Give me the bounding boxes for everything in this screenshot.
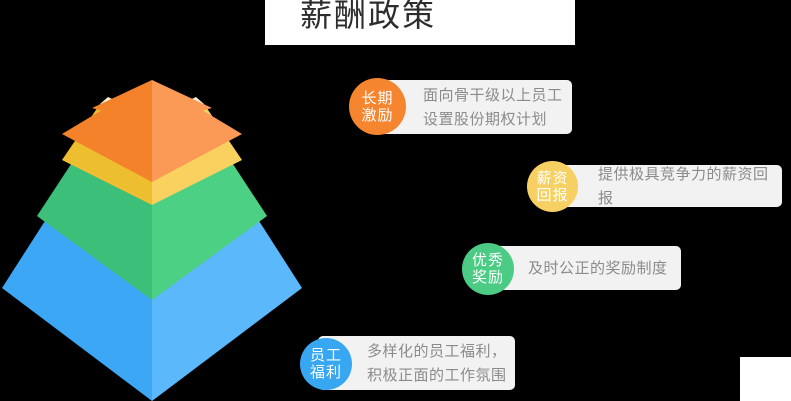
- pyramid-face-third-left: [37, 155, 152, 300]
- title-panel: [265, 0, 575, 45]
- badge-salary-return[interactable]: 薪资 回报: [527, 161, 578, 212]
- pyramid-apex-left: [62, 80, 152, 182]
- pyramid-apex-right: [152, 80, 242, 182]
- badge-4-line1: 员工: [309, 346, 342, 364]
- corner-artifact-block: [740, 357, 791, 401]
- badge-1-line1: 长期: [361, 88, 394, 107]
- badge-long-term-incentive[interactable]: 长期 激励: [349, 78, 406, 135]
- badge-2-line2: 回报: [536, 185, 569, 204]
- pyramid-apex: [62, 80, 242, 182]
- pyramid-face-third-right: [152, 155, 267, 300]
- badge-3-line1: 优秀: [471, 251, 504, 269]
- badge-employee-benefits[interactable]: 员工 福利: [300, 338, 352, 390]
- badge-excellence-reward[interactable]: 优秀 奖励: [462, 243, 514, 295]
- badge-4-line2: 福利: [309, 363, 342, 381]
- callout-1-text: 面向骨干级以上员工 设置股份期权计划: [423, 86, 563, 128]
- badge-2-line1: 薪资: [536, 168, 569, 187]
- callout-salary-return[interactable]: 提供极具竞争力的薪资回报: [548, 165, 782, 207]
- badge-1-line2: 激励: [361, 105, 394, 124]
- pyramid-graphic: [0, 70, 310, 401]
- callout-2-text: 提供极具竞争力的薪资回报: [598, 165, 769, 207]
- callout-long-term-incentive[interactable]: 面向骨干级以上员工 设置股份期权计划: [368, 80, 572, 134]
- page-title: 薪酬政策: [300, 0, 437, 34]
- callout-3-text: 及时公正的奖励制度: [528, 259, 668, 277]
- badge-3-line2: 奖励: [471, 268, 504, 286]
- callout-4-text: 多样化的员工福利， 积极正面的工作氛围: [367, 342, 507, 384]
